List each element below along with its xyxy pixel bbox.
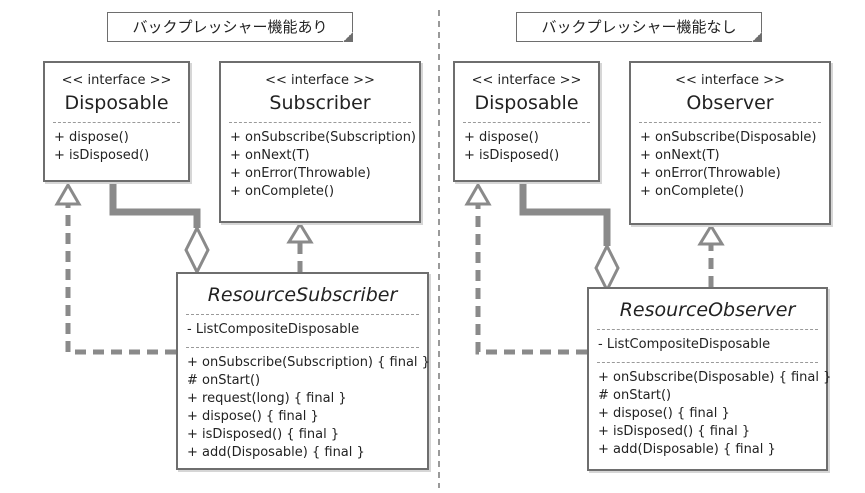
left-realization-disposable (65, 205, 176, 355)
method-item: + request(long) { final } (187, 391, 347, 406)
resource-observer-class: ResourceObserver - ListCompositeDisposab… (587, 287, 832, 471)
method-item: # onStart() (598, 388, 672, 403)
method-item: + onSubscribe(Subscription) { final } (187, 355, 430, 370)
class-name: ResourceObserver (619, 299, 796, 321)
stereotype-label: << interface >> (265, 73, 375, 88)
method-item: + isDisposed() (464, 148, 560, 163)
method-item: + onSubscribe(Subscription) (230, 130, 417, 145)
method-item: + add(Disposable) { final } (598, 442, 776, 457)
right-aggregation-diamond (594, 242, 620, 294)
compartment-divider (597, 362, 818, 363)
stereotype-label: << interface >> (675, 73, 785, 88)
right-realization-arrowhead-disposable (464, 182, 492, 206)
field-item: - ListCompositeDisposable (187, 322, 360, 337)
left-aggregation-diamond (184, 224, 210, 276)
left-disposable-interface: << interface >> Disposable + dispose() +… (43, 61, 190, 182)
note-fold-icon (752, 32, 762, 42)
method-item: + isDisposed() (54, 148, 150, 163)
right-disposable-interface: << interface >> Disposable + dispose() +… (453, 61, 600, 182)
method-item: + dispose() { final } (598, 406, 730, 421)
method-item: + onError(Throwable) (640, 166, 781, 181)
left-note-text: バックプレッシャー機能あり (132, 18, 328, 36)
right-realization-disposable (475, 205, 587, 355)
method-item: + isDisposed() { final } (187, 427, 340, 442)
left-realization-arrowhead-subscriber (286, 221, 314, 244)
method-item: + dispose() (54, 130, 129, 145)
right-aggregation-line (519, 180, 611, 246)
method-item: + onNext(T) (230, 148, 310, 163)
stereotype-label: << interface >> (61, 73, 172, 88)
method-item: + isDisposed() { final } (598, 424, 751, 439)
right-realization-arrowhead-observer (697, 223, 725, 246)
resource-subscriber-class: ResourceSubscriber - ListCompositeDispos… (176, 272, 430, 470)
left-realization-arrowhead-disposable (54, 182, 82, 206)
right-note: バックプレッシャー機能なし (516, 12, 762, 42)
class-name: Observer (686, 92, 774, 114)
class-name: Subscriber (269, 92, 371, 114)
compartment-divider (53, 122, 180, 123)
method-item: + dispose() { final } (187, 409, 319, 424)
method-item: # onStart() (187, 373, 261, 388)
right-observer-interface: << interface >> Observer + onSubscribe(D… (629, 61, 831, 225)
compartment-divider (186, 314, 419, 315)
method-item: + onComplete() (230, 184, 335, 199)
method-item: + onComplete() (640, 184, 745, 199)
class-name: Disposable (474, 92, 579, 114)
right-note-text: バックプレッシャー機能なし (541, 18, 737, 36)
class-name: ResourceSubscriber (207, 284, 398, 306)
left-aggregation-line (109, 180, 201, 228)
class-name: Disposable (64, 92, 169, 114)
field-item: - ListCompositeDisposable (598, 337, 771, 352)
left-note: バックプレッシャー機能あり (107, 12, 353, 42)
compartment-divider (639, 122, 821, 123)
method-item: + onError(Throwable) (230, 166, 371, 181)
method-item: + add(Disposable) { final } (187, 445, 365, 460)
stereotype-label: << interface >> (471, 73, 582, 88)
compartment-divider (229, 122, 411, 123)
method-item: + onSubscribe(Disposable) (640, 130, 817, 145)
method-item: + onSubscribe(Disposable) { final } (598, 370, 832, 385)
left-subscriber-interface: << interface >> Subscriber + onSubscribe… (219, 61, 421, 223)
compartment-divider (597, 329, 818, 330)
method-item: + dispose() (464, 130, 539, 145)
note-fold-icon (343, 32, 353, 42)
compartment-divider (186, 347, 419, 348)
method-item: + onNext(T) (640, 148, 720, 163)
compartment-divider (463, 122, 590, 123)
